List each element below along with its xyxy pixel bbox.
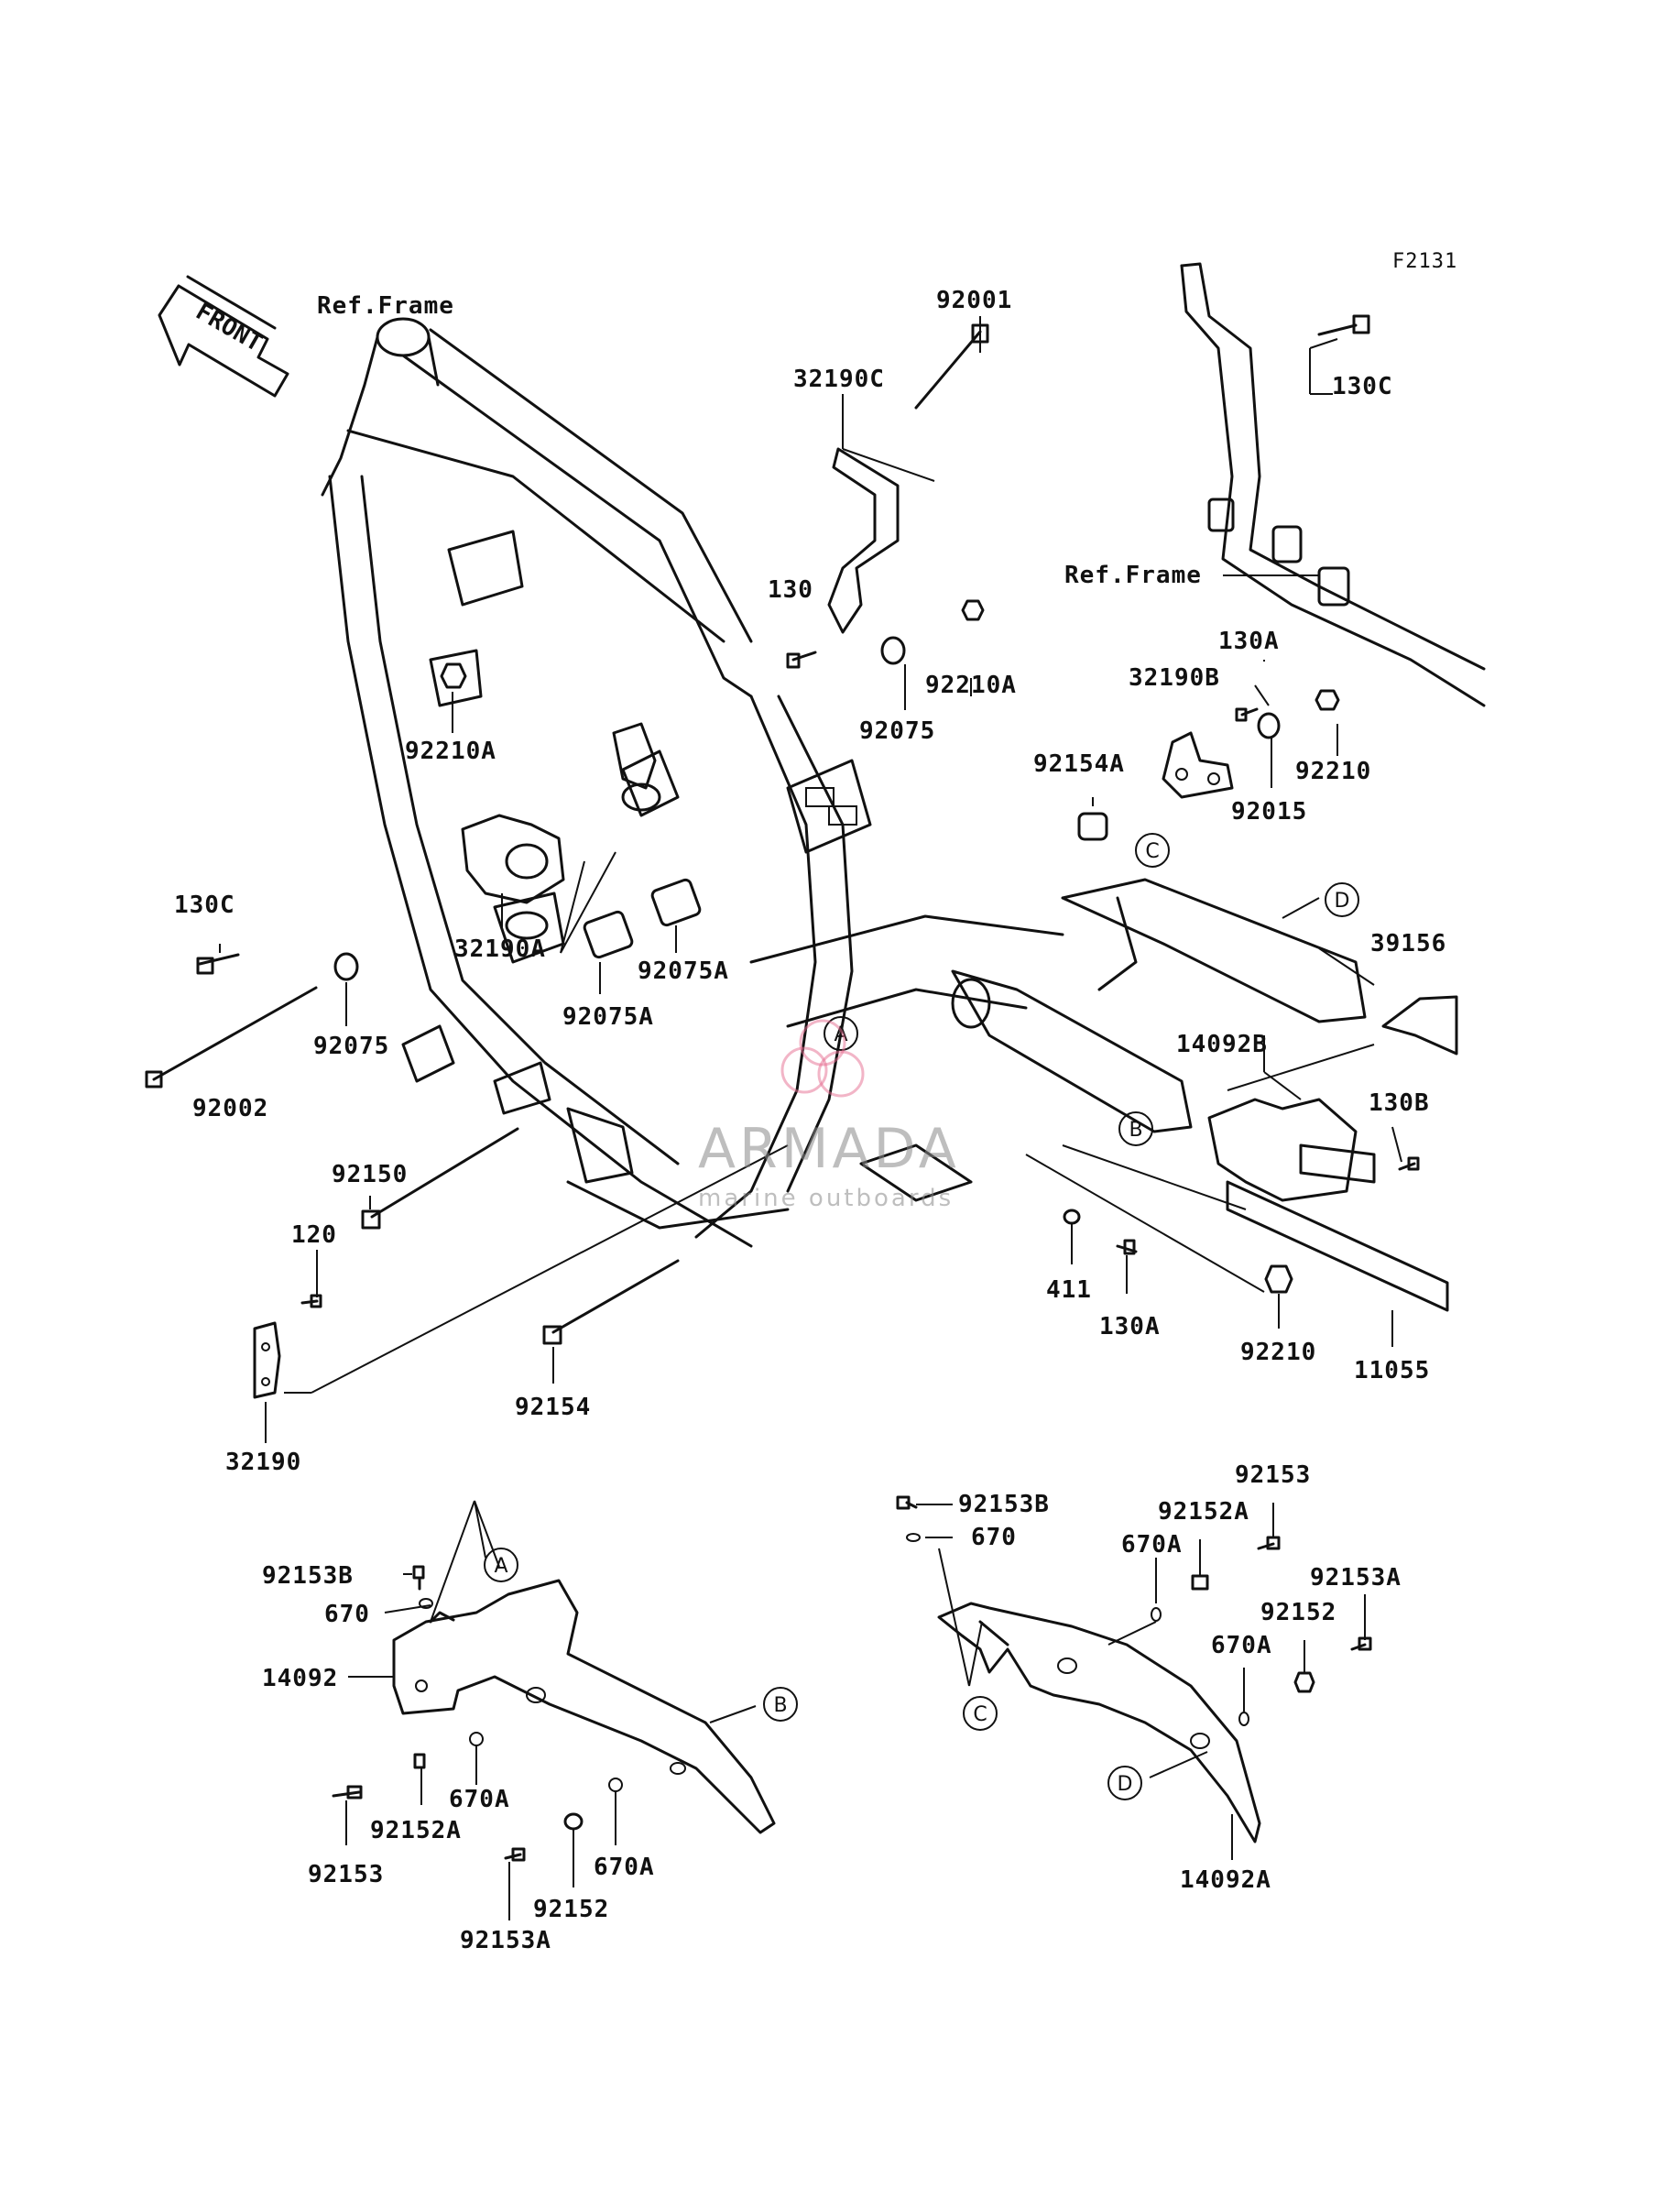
label-14092a: 14092A: [1180, 1866, 1271, 1894]
marker-b-cover: B: [763, 1687, 798, 1722]
label-32190b: 32190B: [1129, 664, 1220, 692]
label-670-right: 670: [971, 1524, 1017, 1551]
label-130b: 130B: [1369, 1089, 1430, 1117]
label-92152-right: 92152: [1260, 1599, 1336, 1626]
marker-d-cover: D: [1107, 1766, 1142, 1800]
ref-frame-right-label: Ref.Frame: [1064, 562, 1202, 589]
label-92153-left: 92153: [308, 1861, 384, 1888]
marker-c-frame: C: [1135, 833, 1170, 868]
label-411: 411: [1046, 1276, 1092, 1304]
label-39156: 39156: [1370, 930, 1446, 957]
leader-lines: [219, 316, 1402, 1920]
label-92075-top: 92075: [859, 717, 935, 745]
svg-text:C: C: [1145, 840, 1159, 863]
label-92015: 92015: [1231, 798, 1307, 826]
svg-text:D: D: [1335, 890, 1350, 913]
label-92210a-mid: 92210A: [925, 672, 1017, 699]
label-32190: 32190: [225, 1449, 301, 1476]
label-92153b-right: 92153B: [958, 1491, 1050, 1518]
label-92153-right: 92153: [1235, 1461, 1311, 1489]
chain-guard-drawing: [1207, 1098, 1449, 1312]
svg-text:B: B: [1129, 1119, 1142, 1142]
watermark-tagline: marine outboards: [698, 1185, 954, 1212]
svg-text:A: A: [494, 1555, 507, 1578]
label-92075a-right: 92075A: [638, 957, 729, 985]
svg-text:C: C: [973, 1703, 987, 1726]
hardware-drawing: [145, 314, 1420, 1345]
label-92210-bottom: 92210: [1240, 1339, 1316, 1366]
ref-frame-right-drawing: [1180, 262, 1486, 707]
marker-b-frame: B: [1118, 1111, 1153, 1146]
svg-text:D: D: [1118, 1773, 1133, 1796]
label-670a-right2: 670A: [1211, 1632, 1272, 1659]
label-130a-top: 130A: [1218, 628, 1280, 655]
label-670a-left: 670A: [449, 1786, 510, 1813]
bracket-32190a-drawing: [461, 722, 661, 904]
marker-c-cover: C: [963, 1696, 998, 1731]
label-92001: 92001: [936, 287, 1012, 314]
label-11055: 11055: [1354, 1357, 1430, 1384]
label-670a-left2: 670A: [594, 1854, 655, 1881]
label-92153a-left: 92153A: [460, 1927, 551, 1954]
front-label: FRONT: [191, 298, 267, 357]
label-92154a: 92154A: [1033, 750, 1125, 778]
label-92153b-left: 92153B: [262, 1562, 354, 1590]
label-92210-right: 92210: [1295, 758, 1371, 785]
svg-text:B: B: [773, 1694, 787, 1717]
swingarm-drawing: [951, 878, 1458, 1133]
marker-d-frame: D: [1325, 882, 1359, 917]
label-92002: 92002: [192, 1095, 268, 1122]
bracket-32190c-drawing: [827, 447, 900, 634]
label-92152a-right: 92152A: [1158, 1498, 1249, 1526]
marker-a-cover: A: [484, 1548, 518, 1582]
watermark-brand: ARMADA: [698, 1117, 960, 1181]
label-14092: 14092: [262, 1665, 338, 1692]
label-92150: 92150: [332, 1161, 408, 1188]
label-92075a-left: 92075A: [562, 1003, 654, 1031]
watermark-logo: ARMADA marine outboards: [698, 1019, 960, 1212]
label-92152-left: 92152: [533, 1896, 609, 1923]
main-frame-drawing: [321, 317, 1064, 1248]
ref-frame-left-label: Ref.Frame: [317, 292, 454, 320]
label-130a-bottom: 130A: [1099, 1313, 1161, 1340]
label-92154: 92154: [515, 1394, 591, 1421]
label-670a-right: 670A: [1121, 1531, 1183, 1559]
label-32190a: 32190A: [454, 935, 546, 963]
bracket-32190-drawing: [253, 1321, 281, 1399]
diagram-code: F2131: [1392, 250, 1457, 273]
label-14092b: 14092B: [1176, 1031, 1268, 1058]
label-120: 120: [291, 1221, 337, 1249]
label-32190c: 32190C: [793, 366, 885, 393]
label-130c-left: 130C: [174, 892, 235, 919]
label-130: 130: [768, 576, 813, 604]
label-92153a-right: 92153A: [1310, 1564, 1402, 1592]
label-92152a-left: 92152A: [370, 1817, 462, 1844]
label-92210a-left: 92210A: [405, 738, 496, 765]
bracket-32190b-drawing: [1162, 731, 1234, 799]
label-92075-left: 92075: [313, 1033, 389, 1060]
label-670-left: 670: [324, 1601, 370, 1628]
label-130c-top: 130C: [1332, 373, 1393, 400]
front-arrow-icon: FRONT: [158, 275, 289, 398]
part-labels: F2131 Ref.Frame Ref.Frame 92001 32190C 1…: [174, 250, 1457, 1954]
